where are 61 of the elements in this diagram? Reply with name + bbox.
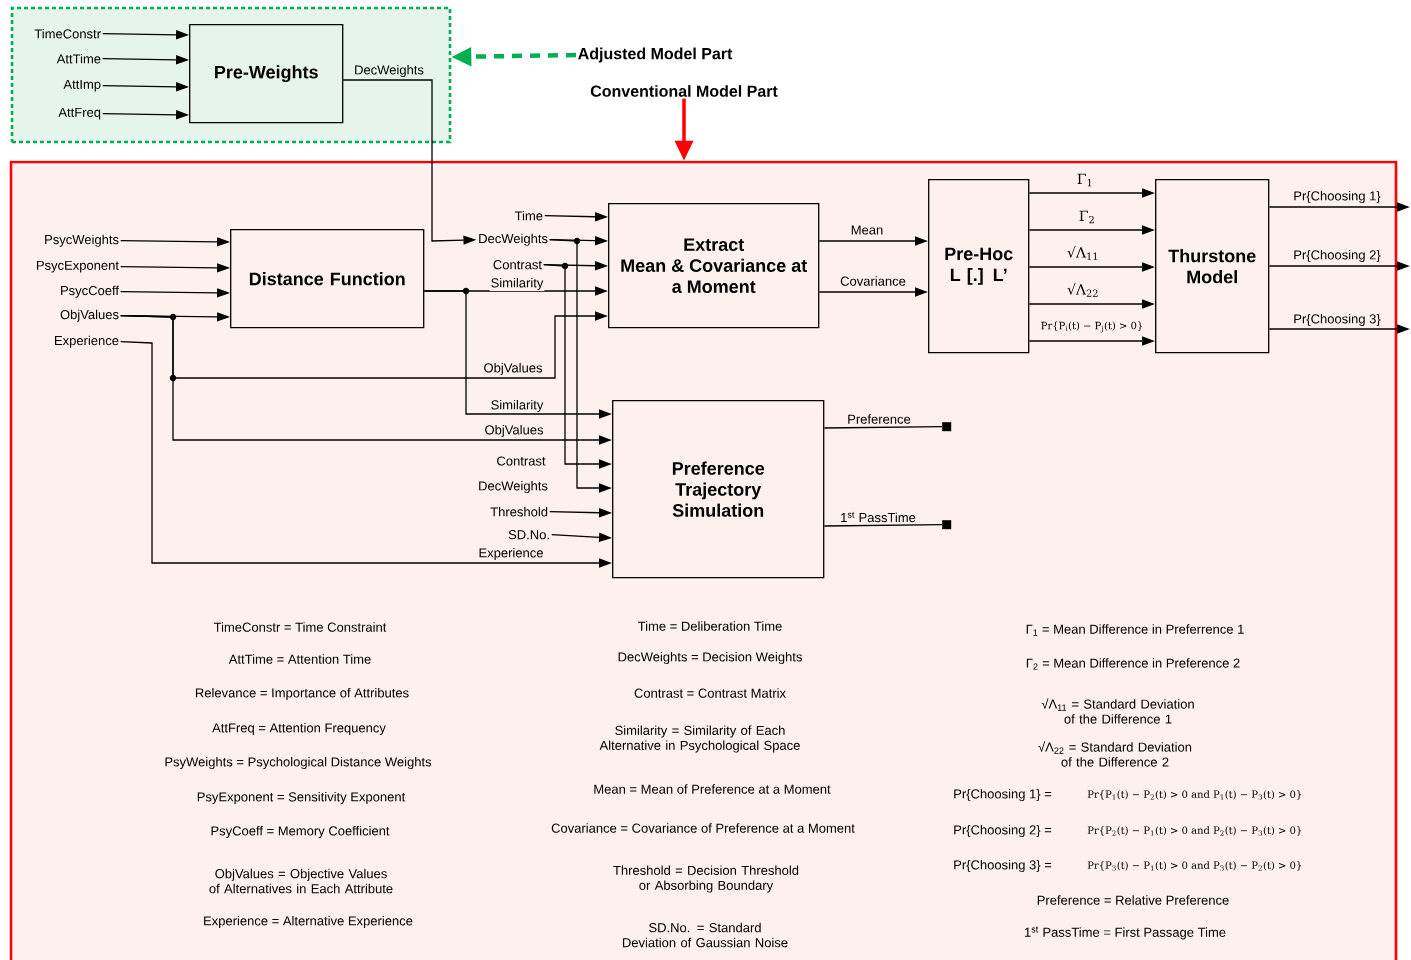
definition-text: Γ$_{1}$ = Mean Difference in Preferrence 1	[1026, 624, 1244, 636]
definition-text: Similarity = Similarity of Each Alternative in Psychological Space	[599, 725, 800, 753]
definition-text: Γ$_{2}$ = Mean Difference in Preference 2	[1026, 658, 1240, 670]
signal-name: DecWeights	[479, 233, 548, 246]
edge-label: √Λ$_{22}$	[1066, 282, 1100, 298]
edge-label: Contrast	[495, 455, 547, 467]
part-heading: Conventional Model Part	[590, 85, 778, 97]
connector-line	[823, 524, 943, 527]
definition-text: Pr{P$_{1}$(t) − P$_{2}$(t) > 0 and P$_{1}$(t) − P$_{3}$(t) > 0}	[1087, 790, 1301, 800]
signal-name: Experience	[55, 335, 119, 348]
signal-name: AttTime	[56, 53, 101, 64]
signal-name: SD.No.	[508, 530, 549, 540]
signal-name: Threshold	[490, 506, 548, 517]
block-box: Distance Function	[230, 229, 425, 329]
definition-text: PsyCoeff = Memory Coefficient	[211, 825, 390, 839]
signal-name: Time	[514, 210, 543, 221]
signal-name: TimeConstr	[34, 28, 101, 39]
definition-text: ObjValues = Objective Values of Alternatives in Each Attribute	[209, 868, 393, 894]
edge-label: Preference	[846, 413, 912, 425]
definition-text: √Λ$_{22}$ = Standard Deviation of the Difference 2	[1038, 741, 1192, 767]
edge-label: Covariance	[839, 275, 907, 287]
definition-text: Time = Deliberation Time	[638, 621, 782, 631]
definition-text: Contrast = Contrast Matrix	[634, 688, 786, 698]
edge-label: √Λ$_{11}$	[1066, 245, 1100, 261]
block-box: Preference Trajectory Simulation	[612, 400, 825, 579]
definition-text: 1$^{st}$ PassTime = First Passage Time	[1025, 926, 1226, 940]
definition-text: TimeConstr = Time Constraint	[213, 622, 387, 632]
block-box: Pre-Weights	[189, 24, 344, 124]
block-box: Extract Mean & Covariance at a Moment	[608, 203, 820, 329]
definition-text: Preference = Relative Preference	[1037, 895, 1229, 905]
part-heading: Adjusted Model Part	[578, 47, 733, 63]
definition-text: Pr{Choosing 1} =	[954, 788, 1052, 802]
definition-text: DecWeights = Decision Weights	[618, 651, 802, 665]
signal-name: ObjValues	[60, 309, 119, 322]
block-box: Thurstone Model	[1155, 179, 1270, 354]
definition-text: √Λ$_{11}$ = Standard Deviation of the Difference 1	[1041, 698, 1194, 724]
definition-text: Pr{P$_{2}$(t) − P$_{1}$(t) > 0 and P$_{2}$(t) − P$_{3}$(t) > 0}	[1087, 826, 1301, 836]
signal-name: AttFreq	[58, 107, 101, 120]
definition-text: Pr{Choosing 2} =	[954, 824, 1052, 838]
definition-text: AttTime = Attention Time	[228, 654, 371, 664]
definition-text: SD.No. = Standard Deviation of Gaussian Noise	[623, 922, 788, 948]
connector-line	[823, 426, 943, 429]
definition-text: Threshold = Decision Threshold or Absorbing Boundary	[613, 865, 799, 893]
signal-name: AttImp	[63, 79, 101, 92]
signal-name: Contrast	[493, 260, 542, 270]
definition-text: Relevance = Importance of Attributes	[195, 687, 409, 701]
definition-text: Pr{P$_{3}$(t) − P$_{1}$(t) > 0 and P$_{3}$(t) − P$_{2}$(t) > 0}	[1087, 861, 1301, 871]
block-box: Pre-Hoc L [.] L’	[928, 179, 1030, 354]
definition-text: PsyWeights = Psychological Distance Weights	[165, 756, 432, 770]
signal-name: PsycCoeff	[61, 285, 120, 298]
signal-name: PsycWeights	[45, 234, 119, 247]
definition-text: PsyExponent = Sensitivity Exponent	[197, 791, 406, 805]
definition-text: Experience = Alternative Experience	[204, 915, 413, 929]
terminal-square	[942, 520, 952, 530]
definition-text: Covariance = Covariance of Preference at a Moment	[551, 823, 855, 833]
definition-text: Pr{Choosing 3} =	[954, 859, 1052, 873]
definition-text: AttFreq = Attention Frequency	[212, 722, 386, 736]
terminal-square	[942, 422, 952, 432]
edge-label: Mean	[849, 224, 885, 236]
definition-text: Mean = Mean of Preference at a Moment	[594, 784, 831, 794]
signal-name: PsycExponent	[36, 260, 119, 273]
